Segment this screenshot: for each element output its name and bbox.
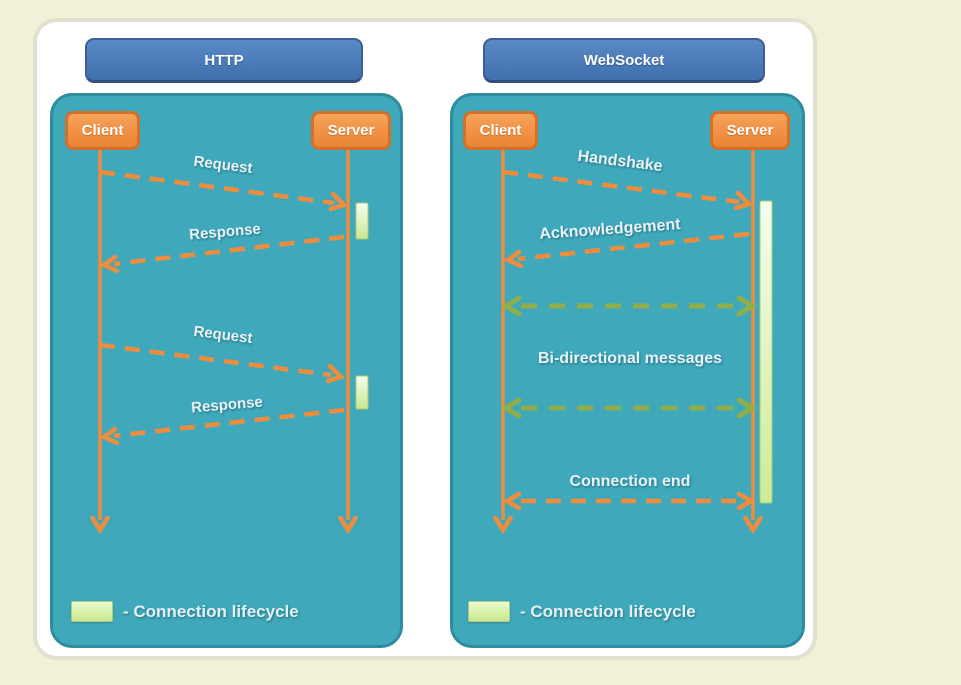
server-lifeline bbox=[338, 147, 358, 535]
acknowledgement-arrow bbox=[503, 231, 750, 269]
server-lifeline bbox=[743, 147, 763, 535]
connection-end-arrow bbox=[502, 491, 756, 511]
bidirectional-arrow-2 bbox=[501, 397, 757, 419]
http-sequence-graphics bbox=[90, 147, 369, 535]
websocket-server-label: Server bbox=[726, 122, 774, 139]
websocket-server-box: Server bbox=[710, 111, 790, 150]
connection-end-label: Connection end bbox=[569, 473, 691, 490]
websocket-client-label: Client bbox=[479, 122, 522, 139]
response-arrow-2 bbox=[99, 407, 345, 446]
websocket-legend: - Connection lifecycle bbox=[453, 601, 802, 622]
connection-lifecycle-bar-2 bbox=[355, 375, 369, 410]
http-panel: Client Server Request Response Request R… bbox=[50, 93, 403, 648]
http-title-bar: HTTP bbox=[85, 38, 363, 83]
lifecycle-swatch bbox=[468, 601, 510, 622]
websocket-legend-label: - Connection lifecycle bbox=[520, 601, 696, 621]
http-server-label: Server bbox=[327, 122, 375, 139]
http-server-box: Server bbox=[311, 111, 391, 150]
handshake-arrow bbox=[502, 169, 754, 211]
lifecycle-swatch bbox=[71, 601, 113, 622]
connection-lifecycle-bar bbox=[759, 200, 773, 504]
request-arrow-1 bbox=[99, 169, 349, 212]
client-lifeline bbox=[493, 147, 513, 535]
connection-lifecycle-bar-1 bbox=[355, 202, 369, 240]
websocket-panel: Client Server Handshake Acknowledgement … bbox=[450, 93, 805, 648]
websocket-title-bar: WebSocket bbox=[483, 38, 765, 83]
http-title-label: HTTP bbox=[204, 51, 244, 69]
http-client-box: Client bbox=[65, 111, 140, 150]
request-arrow-2 bbox=[99, 342, 346, 384]
websocket-sequence-graphics bbox=[493, 147, 773, 535]
response-arrow-1 bbox=[99, 234, 345, 274]
http-legend-label: - Connection lifecycle bbox=[123, 601, 299, 621]
websocket-title-label: WebSocket bbox=[583, 51, 665, 69]
client-lifeline bbox=[90, 147, 110, 535]
http-legend: - Connection lifecycle bbox=[53, 601, 400, 622]
bidirectional-messages-label: Bi-directional messages bbox=[537, 350, 723, 367]
bidirectional-arrow-1 bbox=[501, 295, 757, 317]
http-client-label: Client bbox=[81, 122, 124, 139]
websocket-client-box: Client bbox=[463, 111, 538, 150]
